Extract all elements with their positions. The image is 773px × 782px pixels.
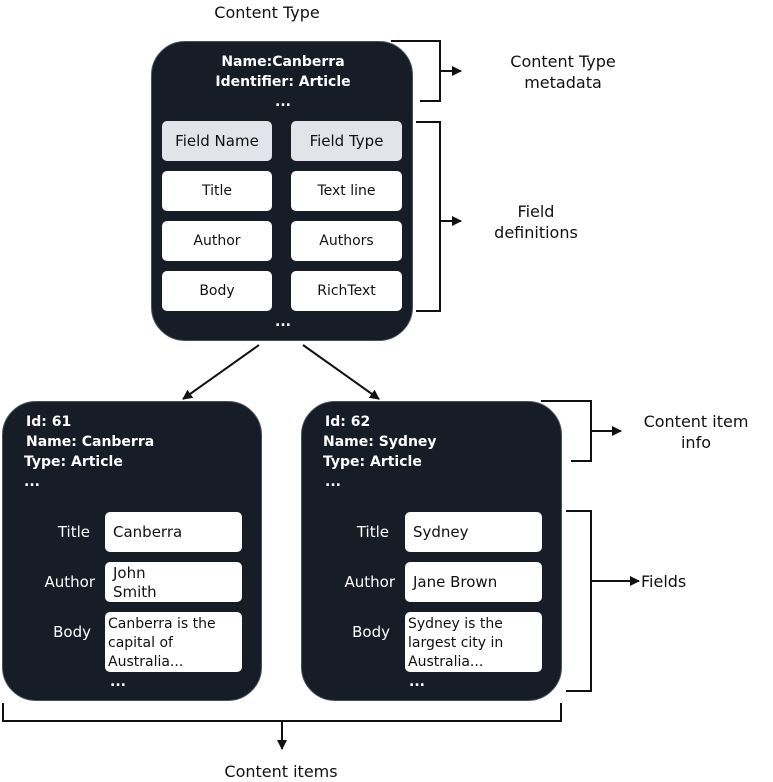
- field-value: Jane Brown: [405, 562, 542, 602]
- content-item-panel: Id: 62 Name: Sydney Type: Article ... Ti…: [301, 401, 562, 701]
- field-type-header: Field Type: [291, 121, 402, 161]
- item-name: Name: Sydney: [323, 434, 437, 450]
- item-name: Name: Canberra: [26, 434, 155, 450]
- field-name-cell: Title: [162, 171, 272, 211]
- content-type-title: Content Type: [214, 3, 320, 22]
- field-value: Sydney: [405, 512, 542, 552]
- item-type: Type: Article: [24, 454, 123, 470]
- field-name-cell: Body: [162, 271, 272, 311]
- field-label: Body: [352, 623, 390, 641]
- item-meta-ellipsis: ...: [24, 474, 40, 490]
- content-item-panel: Id: 61 Name: Canberra Type: Article ... …: [2, 401, 262, 701]
- item-info-bracket: [541, 400, 592, 462]
- content-type-meta-ellipsis: ...: [275, 94, 291, 110]
- instance-arrow-left: [182, 344, 260, 400]
- field-type-cell: Text line: [291, 171, 402, 211]
- field-value: Canberra is the capital of Australia...: [105, 612, 242, 672]
- item-id: Id: 61: [26, 414, 72, 430]
- item-id: Id: 62: [325, 414, 371, 430]
- content-type-identifier: Identifier: Article: [215, 74, 351, 90]
- field-type-cell: Authors: [291, 221, 402, 261]
- field-value: Sydney is the largest city in Australia.…: [405, 612, 542, 672]
- field-type-cell: RichText: [291, 271, 402, 311]
- fields-label: Fields: [641, 572, 687, 591]
- field-label: Title: [57, 523, 90, 541]
- item-type: Type: Article: [323, 454, 422, 470]
- field-definitions-bracket: [416, 121, 441, 312]
- field-definitions-label: Field definitions: [494, 202, 578, 242]
- field-label: Author: [344, 573, 395, 591]
- fields-ellipsis: ...: [409, 674, 425, 690]
- field-label: Title: [356, 523, 389, 541]
- content-type-panel: Name:Canberra Identifier: Article ... Fi…: [151, 41, 413, 341]
- content-type-metadata-label: Content Type metadata: [510, 52, 616, 92]
- content-type-name: Name:Canberra: [221, 54, 345, 70]
- content-items-bracket: [2, 703, 562, 722]
- field-label: Body: [53, 623, 91, 641]
- field-name-cell: Author: [162, 221, 272, 261]
- instance-arrow-right: [302, 344, 380, 400]
- field-value: Canberra: [105, 512, 242, 552]
- field-value: John Smith: [105, 562, 242, 602]
- content-items-label: Content items: [224, 762, 338, 781]
- rows-ellipsis: ...: [275, 314, 291, 330]
- item-meta-ellipsis: ...: [325, 474, 341, 490]
- field-label: Author: [44, 573, 95, 591]
- fields-bracket: [566, 510, 592, 692]
- fields-ellipsis: ...: [110, 674, 126, 690]
- field-name-header: Field Name: [162, 121, 272, 161]
- content-item-info-label: Content item info: [643, 412, 749, 452]
- metadata-bracket: [391, 40, 441, 102]
